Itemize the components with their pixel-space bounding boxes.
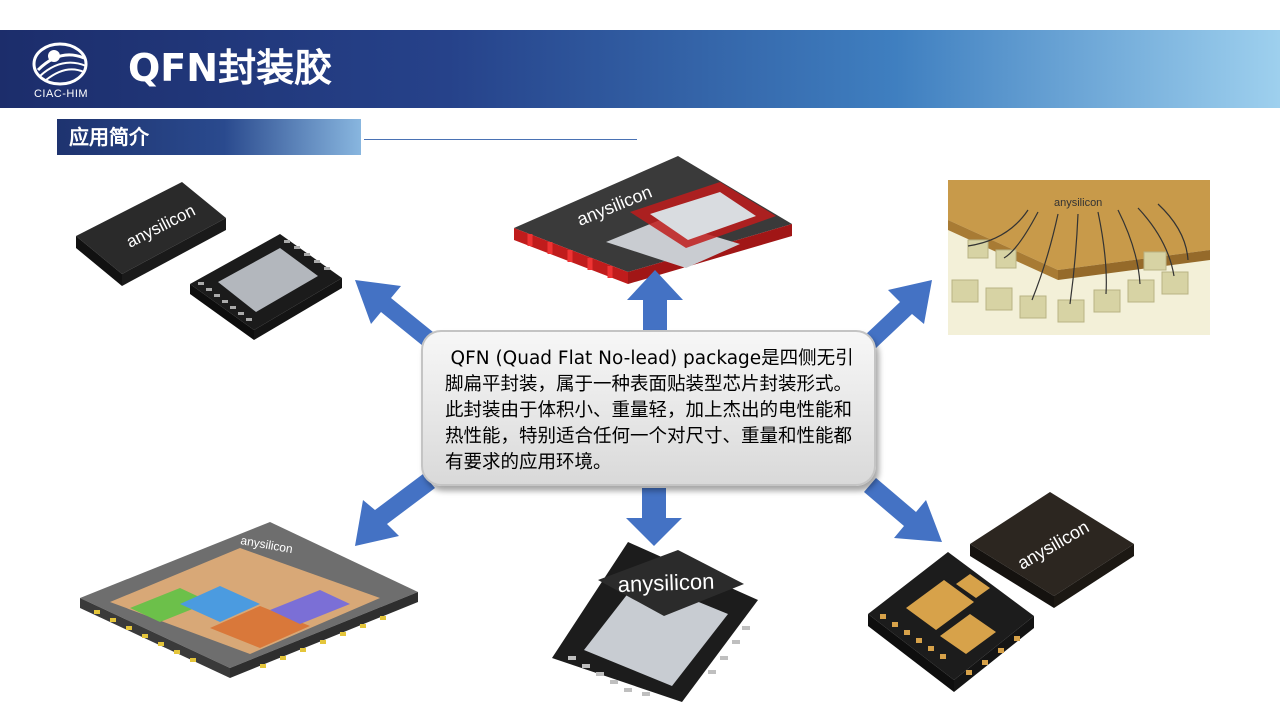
brand-label-3: anysilicon xyxy=(1054,197,1102,209)
description-text: QFN (Quad Flat No-lead) package是四侧无引脚扁平封… xyxy=(445,348,854,473)
description-callout: QFN (Quad Flat No-lead) package是四侧无引脚扁平封… xyxy=(421,330,876,486)
globe-logo-icon xyxy=(32,42,88,86)
qfn-chip-top-left-image: anysilicon xyxy=(76,182,342,340)
page-title: QFN封装胶 xyxy=(128,46,333,90)
qfn-chip-bottom-right-image: anysilicon xyxy=(868,492,1134,692)
arrow-up-right-icon xyxy=(864,280,932,348)
arrow-up-left-icon xyxy=(355,280,433,346)
arrow-down-left-icon xyxy=(355,474,435,546)
arrow-up-icon xyxy=(627,270,683,330)
qfn-colored-cutaway-image: anysilicon xyxy=(80,522,418,678)
arrow-down-right-icon xyxy=(864,478,942,542)
company-logo: CIAC-HIM xyxy=(20,40,100,104)
section-bar: 应用简介 xyxy=(57,119,361,155)
qfn-wirebond-cutaway-image: anysilicon xyxy=(948,180,1210,335)
qfn-chip-top-middle-image: anysilicon xyxy=(514,156,792,284)
header-banner: CIAC-HIM QFN封装胶 xyxy=(0,30,1280,108)
brand-label-5: anysilicon xyxy=(617,569,714,597)
section-divider xyxy=(364,139,637,140)
section-title: 应用简介 xyxy=(69,125,149,149)
qfn-chip-bottom-middle-image: anysilicon xyxy=(552,542,758,702)
logo-text: CIAC-HIM xyxy=(33,88,89,100)
arrow-down-icon xyxy=(626,488,682,546)
